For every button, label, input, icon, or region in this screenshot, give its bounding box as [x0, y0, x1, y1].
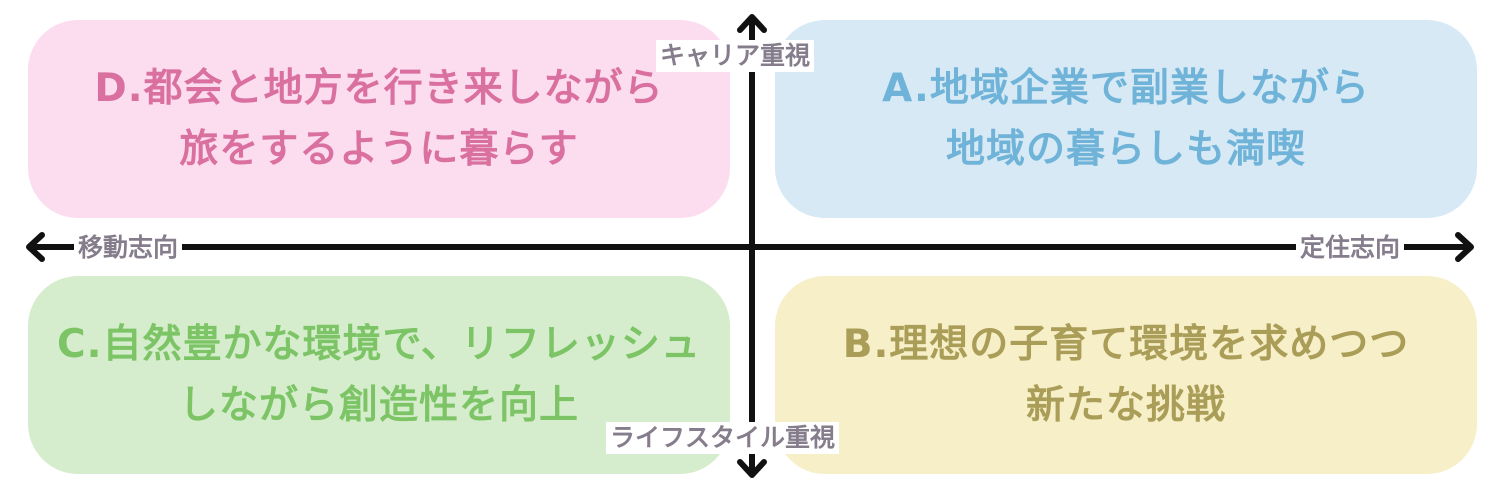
quadrant-d-line1: D.都会と地方を行き来しながら — [94, 66, 664, 111]
quadrant-a: A.地域企業で副業しながら 地域の暮らしも満喫 — [775, 20, 1477, 218]
quadrant-a-line2: 地域の暮らしも満喫 — [945, 127, 1306, 172]
quadrant-c-line1: C.自然豊かな環境で、リフレッシュ — [57, 322, 701, 367]
quadrant-d-label: D.都会と地方を行き来しながら 旅をするように暮らす — [94, 58, 663, 180]
quadrant-d: D.都会と地方を行き来しながら 旅をするように暮らす — [28, 20, 730, 218]
arrow-down-icon — [737, 459, 767, 478]
quadrant-c-label: C.自然豊かな環境で、リフレッシュ しながら創造性を向上 — [57, 314, 701, 436]
arrow-up-icon — [737, 14, 767, 33]
axis-label-settlement: 定住志向 — [1296, 232, 1405, 264]
quadrant-a-line1: A.地域企業で副業しながら — [882, 66, 1370, 111]
quadrant-b-line2: 新たな挑戦 — [1025, 383, 1226, 428]
quadrant-c-line2: しながら創造性を向上 — [178, 383, 579, 428]
arrow-left-icon — [26, 232, 45, 262]
quadrant-d-line2: 旅をするように暮らす — [179, 127, 579, 172]
arrow-right-icon — [1455, 232, 1474, 262]
axis-label-lifestyle: ライフスタイル重視 — [606, 422, 840, 454]
axis-label-mobility: 移動志向 — [74, 232, 183, 264]
quadrant-b-label: B.理想の子育て環境を求めつつ 新たな挑戦 — [843, 314, 1410, 436]
quadrant-b-line1: B.理想の子育て環境を求めつつ — [842, 322, 1410, 367]
quadrant-b: B.理想の子育て環境を求めつつ 新たな挑戦 — [775, 276, 1477, 474]
axis-label-career: キャリア重視 — [656, 40, 815, 72]
quadrant-a-label: A.地域企業で副業しながら 地域の暮らしも満喫 — [882, 58, 1370, 180]
quadrant-c: C.自然豊かな環境で、リフレッシュ しながら創造性を向上 — [28, 276, 730, 474]
